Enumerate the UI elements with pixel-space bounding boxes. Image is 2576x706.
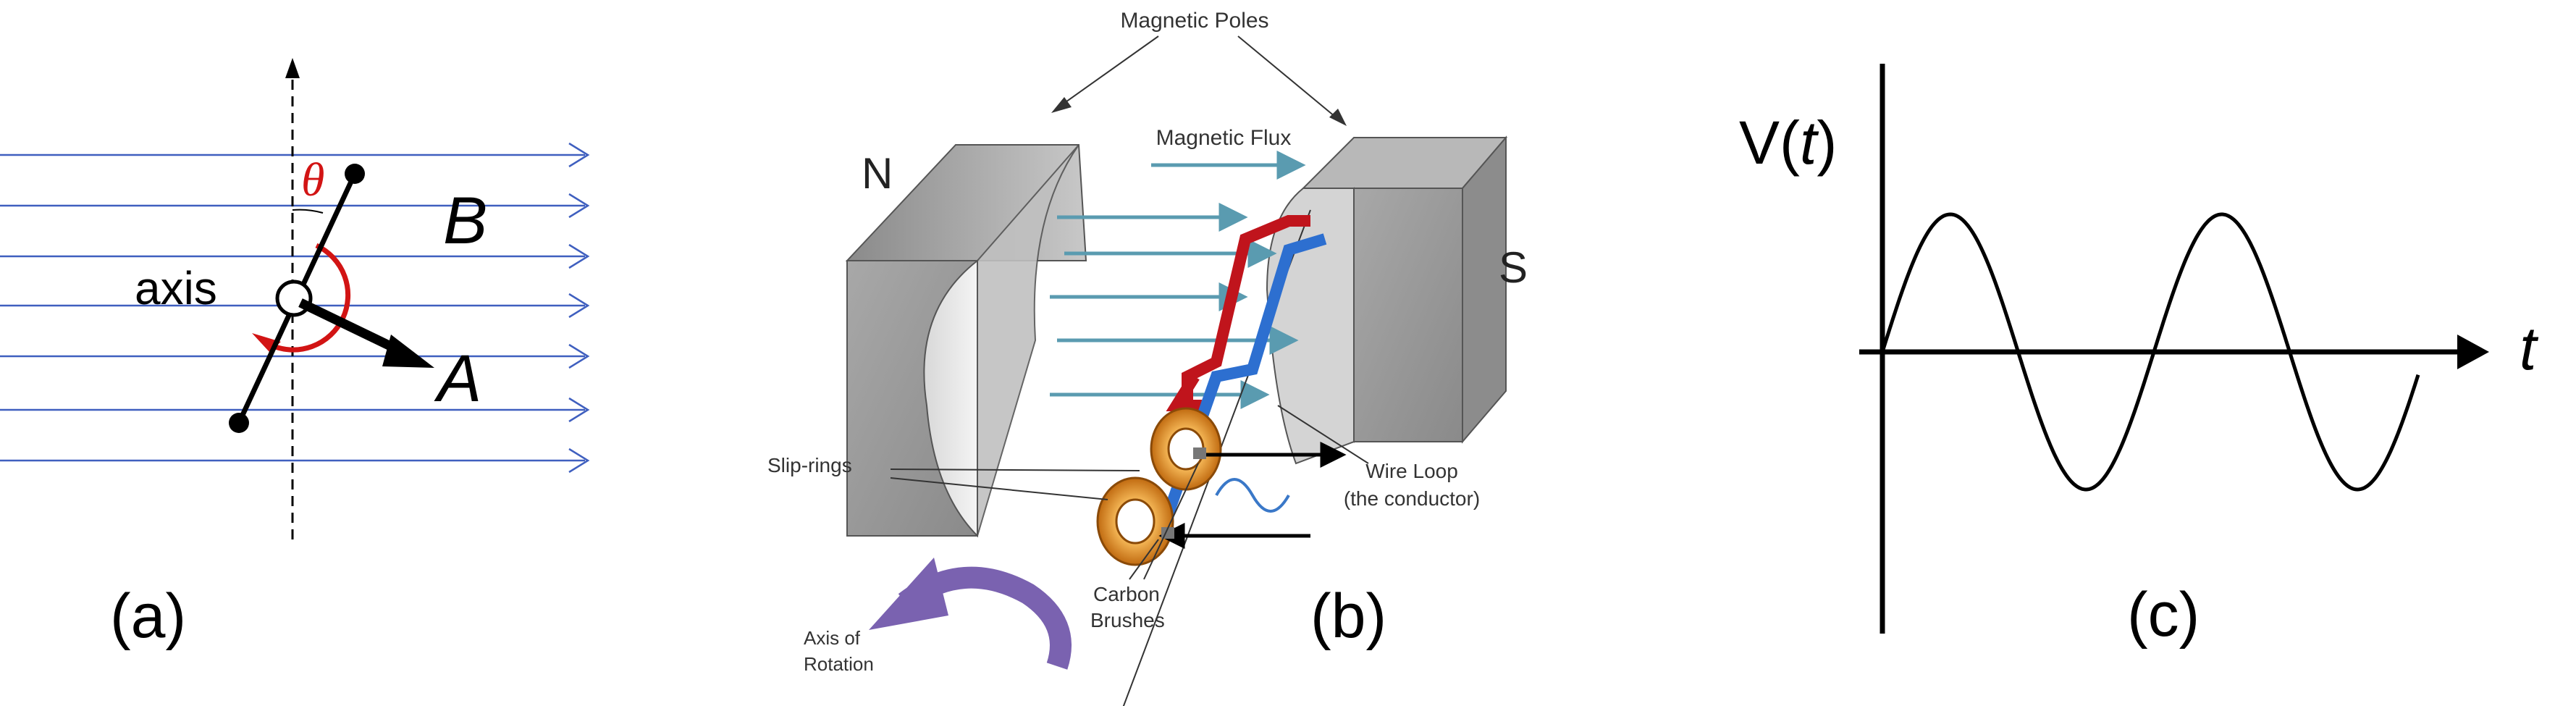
carbon-brushes-label-1: Carbon — [1093, 583, 1160, 605]
rod-end-top — [345, 164, 365, 184]
axis-label: axis — [135, 262, 217, 314]
panel-c-caption: (c) — [2127, 580, 2200, 650]
rotation-arrowhead-icon — [869, 558, 948, 630]
theta-arc — [292, 209, 324, 214]
flux-arrows — [1050, 150, 1306, 410]
pointer-line — [1143, 463, 1199, 580]
field-line-arrowhead — [568, 243, 590, 269]
field-line-arrowhead — [568, 142, 590, 168]
field-line-arrowhead — [568, 343, 590, 369]
vector-a-label: A — [434, 342, 481, 416]
pointer-line — [1129, 539, 1159, 580]
area-vector-arrowhead-icon — [382, 335, 434, 368]
magnetic-flux-label: Magnetic Flux — [1156, 126, 1292, 150]
axis-of-rotation-label-2: Rotation — [804, 653, 874, 675]
v-of-t-label: V(t) — [1739, 109, 1837, 177]
field-line-arrowhead — [568, 447, 590, 474]
panel-a: θ B axis A (a) — [0, 0, 637, 706]
ac-wave-icon — [1215, 478, 1290, 513]
rotating-loop-diagram: θ B axis A (a) — [0, 58, 590, 651]
panel-b: Magnetic Poles N S Magnetic Flux — [717, 0, 1586, 706]
pointer-arrowhead-icon — [1329, 109, 1347, 126]
panel-c: V(t) t (c) — [1687, 0, 2576, 706]
slip-ring-lower — [1096, 476, 1174, 566]
t-axis-label: t — [2520, 314, 2539, 382]
pointer-line — [1237, 35, 1340, 121]
field-b-label: B — [443, 184, 487, 258]
pointer-line — [1058, 35, 1159, 108]
pointer-line — [890, 477, 1108, 500]
wire-loop-label-2: (the conductor) — [1344, 487, 1480, 510]
field-line-arrowhead — [568, 193, 590, 219]
x-axis-arrowhead-icon — [2457, 335, 2489, 369]
voltage-sine-wave — [1880, 212, 2420, 492]
slip-ring-upper — [1150, 407, 1222, 491]
magnetic-poles-label: Magnetic Poles — [1120, 9, 1268, 33]
field-line-arrowhead — [568, 293, 590, 319]
rod-end-bottom — [229, 413, 249, 433]
axis-of-rotation-label-1: Axis of — [804, 627, 861, 649]
pointer-arrowhead-icon — [1051, 97, 1072, 113]
panel-a-caption: (a) — [110, 581, 186, 651]
panel-b-caption: (b) — [1310, 581, 1386, 651]
field-line-arrowhead — [568, 397, 590, 423]
pointer-line — [1277, 405, 1369, 464]
area-vector-a — [298, 298, 408, 358]
ac-generator-diagram: Magnetic Poles N S Magnetic Flux — [767, 9, 1528, 706]
north-pole-label: N — [862, 149, 893, 198]
carbon-brushes-label-2: Brushes — [1090, 609, 1165, 631]
slip-rings-label: Slip-rings — [767, 454, 852, 476]
wire-loop-label-1: Wire Loop — [1365, 460, 1458, 482]
north-magnet — [845, 144, 1087, 538]
voltage-time-graph: V(t) t (c) — [1739, 64, 2539, 650]
theta-label: θ — [301, 154, 324, 206]
south-magnet — [1266, 135, 1508, 465]
south-pole-label: S — [1499, 243, 1528, 292]
pointer-line — [890, 468, 1140, 471]
carbon-brush-upper — [1193, 447, 1206, 459]
vertical-arrowhead-icon — [285, 58, 300, 78]
